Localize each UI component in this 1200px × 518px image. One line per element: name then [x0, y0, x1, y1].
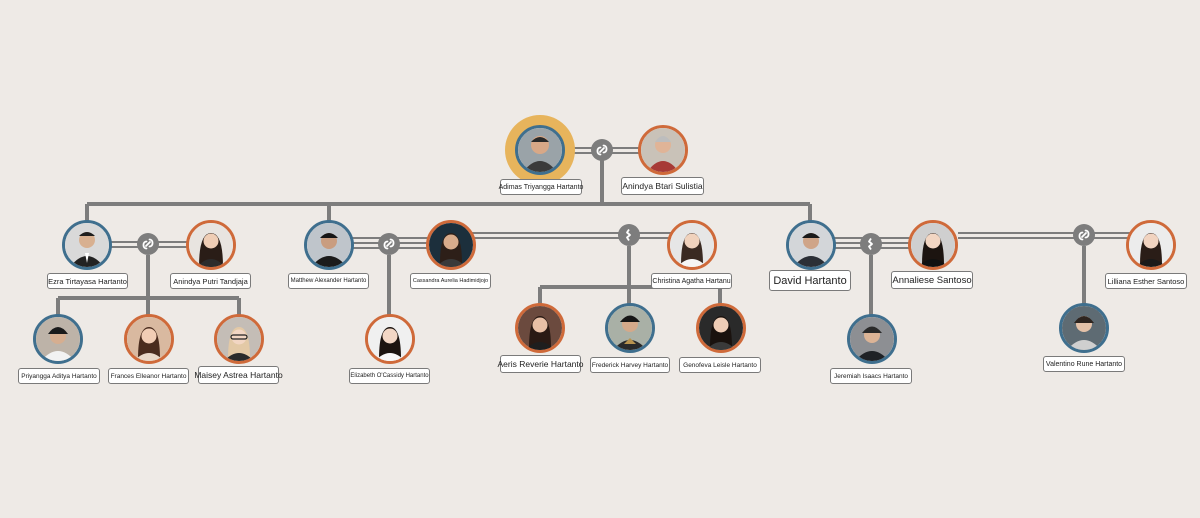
avatar[interactable]	[638, 125, 688, 175]
avatar[interactable]	[214, 314, 264, 364]
name-label: Frederick Harvey Hartanto	[590, 357, 670, 373]
name-label: Frances Elleanor Hartanto	[108, 368, 189, 384]
link-icon[interactable]	[591, 139, 613, 161]
avatar[interactable]	[696, 303, 746, 353]
avatar[interactable]	[515, 303, 565, 353]
avatar[interactable]	[365, 314, 415, 364]
name-label: David Hartanto	[769, 270, 851, 291]
avatar[interactable]	[515, 125, 565, 175]
avatar[interactable]	[605, 303, 655, 353]
name-label: Anindya Btari Sulistia	[621, 177, 704, 195]
avatar[interactable]	[124, 314, 174, 364]
name-label: Genofeva Leisle Hartanto	[679, 357, 761, 373]
name-label: Adimas Triyangga Hartanto	[499, 179, 583, 195]
name-label: Aeris Reverie Hartanto	[498, 355, 584, 373]
avatar[interactable]	[847, 314, 897, 364]
name-label: Annaliese Santoso	[891, 271, 973, 289]
link-icon[interactable]	[378, 233, 400, 255]
avatar[interactable]	[426, 220, 476, 270]
avatar[interactable]	[1126, 220, 1176, 270]
broken-link-icon[interactable]	[618, 224, 640, 246]
name-label: Matthew Alexander Hartanto	[288, 273, 369, 289]
avatar[interactable]	[786, 220, 836, 270]
avatar[interactable]	[667, 220, 717, 270]
link-icon[interactable]	[137, 233, 159, 255]
name-label: Christina Agatha Hartanu	[651, 273, 732, 289]
name-label: Ezra Tirtayasa Hartanto	[47, 273, 128, 289]
avatar[interactable]	[304, 220, 354, 270]
name-label: Jeremiah Isaacs Hartanto	[830, 368, 912, 384]
link-icon[interactable]	[1073, 224, 1095, 246]
name-label: Valentino Rune Hartanto	[1043, 356, 1125, 372]
avatar[interactable]	[908, 220, 958, 270]
name-label: Cassandra Aurelia Hadimidjojo	[410, 273, 491, 289]
name-label: Anindya Putri Tandjaja	[170, 273, 251, 289]
avatar[interactable]	[186, 220, 236, 270]
broken-link-icon[interactable]	[860, 233, 882, 255]
name-label: Maisey Astrea Hartanto	[194, 366, 283, 384]
name-label: Elizabeth O'Cassidy Hartanto	[349, 368, 430, 384]
name-label: Priyangga Aditya Hartanto	[18, 368, 100, 384]
name-label: Lilliana Esther Santoso	[1105, 273, 1187, 289]
avatar[interactable]	[62, 220, 112, 270]
avatar[interactable]	[33, 314, 83, 364]
avatar[interactable]	[1059, 303, 1109, 353]
